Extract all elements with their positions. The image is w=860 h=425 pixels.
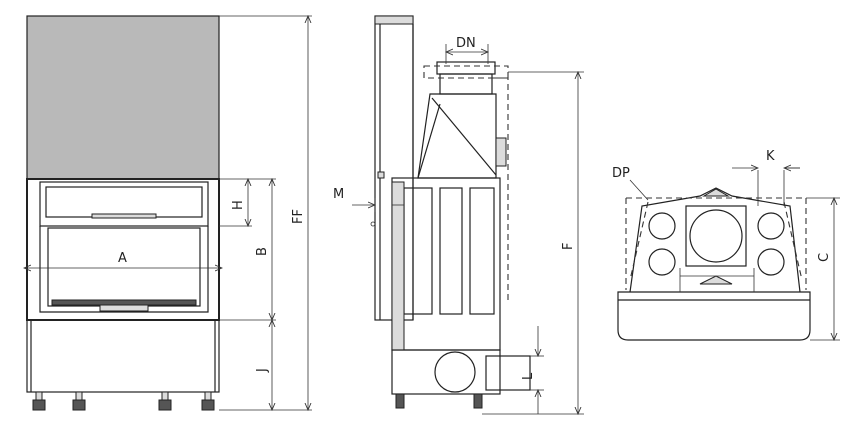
dim-dp-label: DP <box>612 166 630 181</box>
side-leg-rear <box>473 393 483 409</box>
top-flue-circle <box>689 209 743 263</box>
dim-j-label: J <box>255 368 270 373</box>
front-feet <box>32 391 215 411</box>
dim-c-label: C <box>817 253 832 262</box>
top-flue-box <box>685 205 747 267</box>
front-firebox-opening <box>39 226 209 313</box>
dim-f-label: F <box>561 243 576 250</box>
front-door-frame <box>26 178 220 321</box>
dim-h-label: H <box>231 200 246 210</box>
side-body <box>391 177 501 351</box>
dim-a-label: A <box>118 251 127 266</box>
top-front-plate <box>617 291 811 341</box>
dim-ff-label: FF <box>291 209 306 224</box>
front-handle <box>91 213 157 219</box>
front-base <box>26 319 220 393</box>
side-air-inlet <box>434 351 476 393</box>
front-upper-window <box>39 181 209 227</box>
dim-k-label: K <box>766 149 775 164</box>
dim-dn-label: DN <box>456 36 476 51</box>
dim-dp-leader <box>629 179 649 201</box>
dim-l-label: L <box>521 372 536 380</box>
top-body-outline <box>629 187 801 293</box>
front-view: A H B J FF <box>24 16 312 410</box>
top-view: K C DP <box>612 149 840 340</box>
side-leg-front <box>395 393 405 409</box>
side-upper-chamber <box>417 93 497 179</box>
side-view: M DN F L <box>333 15 584 414</box>
dim-b-label: B <box>255 247 270 256</box>
dim-m-label: M <box>333 187 344 202</box>
front-hood <box>26 15 220 180</box>
top-convection-tubes <box>648 212 785 276</box>
